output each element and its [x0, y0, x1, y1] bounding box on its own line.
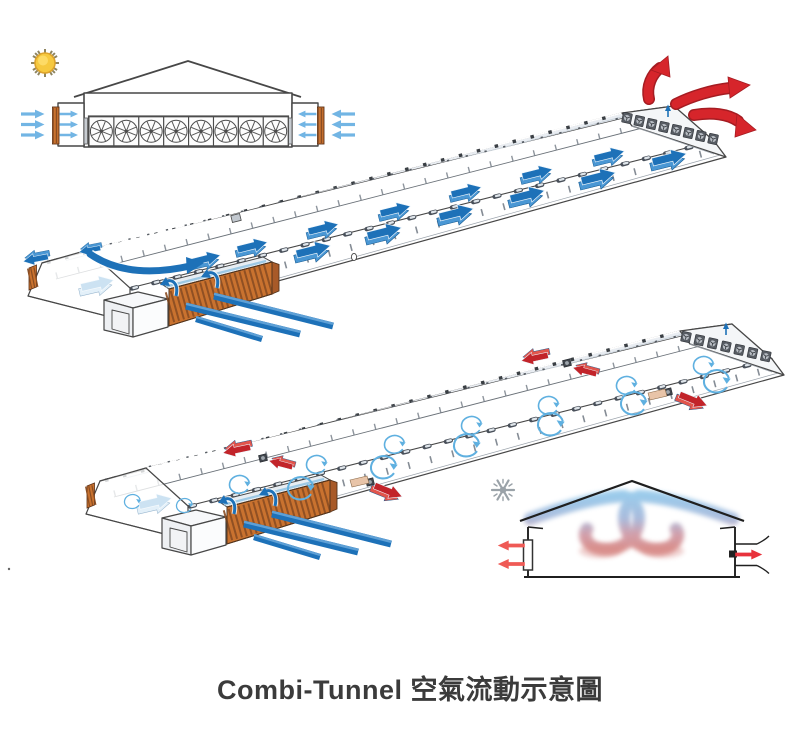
- cooling-pad-right: [317, 106, 325, 145]
- sidewall-fan-boxes: [258, 358, 673, 488]
- right-exhaust-arrow: [733, 547, 765, 562]
- sidewall-port: [350, 252, 358, 262]
- intake-arrows-right: [296, 107, 357, 141]
- roof-vent-box: [230, 213, 242, 223]
- intake-sweep-arrow: [86, 249, 204, 276]
- intake-arrows-left: [19, 107, 80, 141]
- stray-dot: [7, 567, 11, 571]
- snowflake-icon: [490, 478, 516, 502]
- stirring-fan-row: [87, 115, 290, 148]
- left-wall-vent: [522, 539, 534, 571]
- caption: Combi-Tunnel 空氣流動示意圖: [217, 674, 603, 705]
- minimum-ventilation-building: [86, 323, 784, 558]
- winter-cross-section-inset: [495, 479, 770, 578]
- summer-cross-section-inset: [19, 60, 357, 148]
- cooling-pad-left: [52, 106, 60, 145]
- airflow-curls: [523, 489, 740, 558]
- door-bar-right: [288, 117, 293, 145]
- sun-icon: [31, 49, 59, 77]
- right-wall-fan: [729, 535, 770, 574]
- exhaust-arrows: [642, 55, 757, 138]
- door-bar-left: [83, 117, 88, 145]
- left-exhaust-arrows: [495, 538, 527, 571]
- tunnel-ventilation-building: [22, 55, 757, 339]
